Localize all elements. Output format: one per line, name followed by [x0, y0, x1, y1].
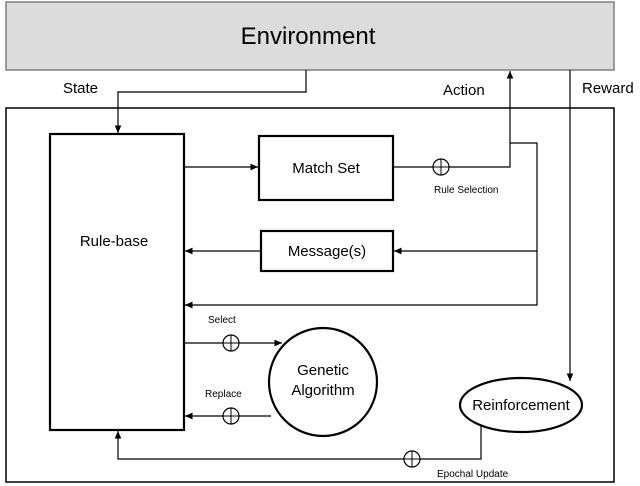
reinforcement-label: Reinforcement [472, 397, 570, 414]
ga-label-line1: Genetic [297, 362, 349, 379]
rule-base-box [48, 132, 186, 432]
replace-operator-icon [222, 407, 240, 425]
ga-label-line2: Algorithm [291, 382, 354, 399]
feedback-to-messages-arrow [394, 142, 538, 255]
genetic-algorithm-circle [267, 326, 379, 438]
action-label: Action [443, 82, 485, 99]
environment-label: Environment [241, 23, 376, 50]
reinforcement-ellipse [458, 376, 584, 434]
rule-base-label: Rule-base [80, 233, 148, 250]
system-boundary [5, 107, 615, 483]
action-arrow [449, 71, 514, 168]
match-set-box [257, 134, 395, 202]
rule-selection-label: Rule Selection [434, 185, 498, 196]
select-operator-icon [222, 334, 240, 352]
state-label: State [63, 80, 98, 97]
feedback-to-rulebase-arrow [185, 251, 538, 309]
reward-label: Reward [582, 80, 634, 97]
epochal-update-operator-icon [403, 450, 421, 468]
state-arrow [114, 70, 307, 133]
replace-label: Replace [205, 389, 242, 400]
rule-selection-operator-icon [432, 158, 450, 176]
select-label: Select [208, 315, 236, 326]
messages-box [259, 229, 395, 273]
messages-label: Message(s) [288, 243, 366, 260]
match-set-label: Match Set [292, 160, 360, 177]
epochal-update-arrow [114, 425, 482, 460]
environment-box [5, 1, 615, 71]
epochal-update-label: Epochal Update [437, 469, 509, 480]
